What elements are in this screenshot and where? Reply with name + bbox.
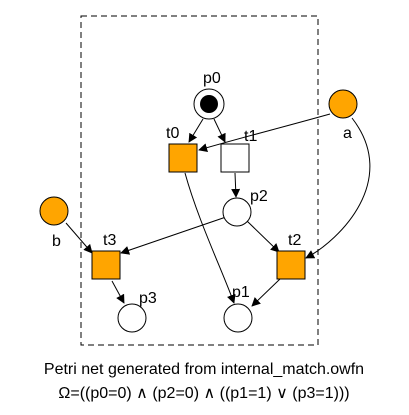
arc-p0-t0 [188,118,204,143]
transition-label-t2: t2 [288,232,301,249]
place-p1: p1 [223,284,253,333]
arc-t3-p3 [111,280,125,304]
transition-label-t0: t0 [166,125,179,142]
transition-t3: t3 [91,232,121,280]
caption-formula: Ω=((p0=0) ∧ (p2=0) ∧ ((p1=1) ∨ (p3=1))) [58,385,349,402]
arc-p2-t3 [120,216,227,255]
place-p0: p0 [193,70,225,120]
arc-p2-t2 [246,220,280,253]
transition-t0: t0 [166,125,198,173]
place-label-p1: p1 [232,284,250,301]
arc-t2-p1 [251,278,281,307]
arc-a-t2 [305,117,371,259]
arc-t1-p2 [231,172,241,198]
place-label-p2: p2 [250,188,268,205]
place-p3: p3 [117,290,157,333]
arc-p0-t1 [213,118,226,143]
caption-title: Petri net generated from internal_match.… [44,361,364,378]
place-a: a [328,89,358,142]
arc-a-t0 [198,113,331,153]
arc-b-t3 [65,222,93,254]
arcs [65,113,371,307]
place-label-p0: p0 [203,70,221,87]
transition-t1: t1 [220,128,257,173]
net-boundary [80,15,319,346]
place-label-p3: p3 [139,290,157,307]
place-label-b: b [52,233,61,250]
transition-label-t1: t1 [244,128,257,145]
transition-label-t3: t3 [103,232,116,249]
place-b: b [39,196,69,250]
arc-t0-p1 [184,172,236,304]
place-p2: p2 [222,188,268,227]
token-p0 [200,95,218,113]
place-label-a: a [343,125,352,142]
transition-t2: t2 [276,232,306,280]
